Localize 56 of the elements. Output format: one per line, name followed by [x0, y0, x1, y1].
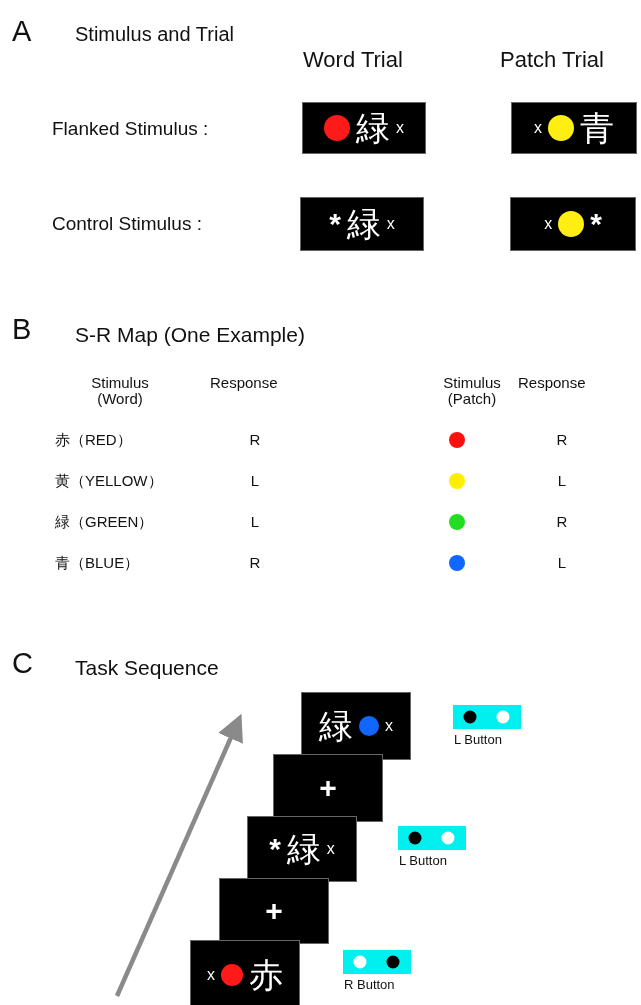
table-cell-text: R: [248, 555, 262, 571]
flanker-letter: x: [207, 967, 215, 983]
table-cell: 黄（YELLOW）: [55, 473, 163, 489]
stimulus-screen: [300, 197, 424, 251]
stimulus-symbol: *: [590, 209, 602, 239]
table-cell: 青（BLUE）: [55, 555, 140, 571]
table-header: Response: [210, 375, 278, 391]
button-label: L Button: [399, 854, 447, 868]
table-header: Stimulus (Patch): [442, 375, 502, 407]
column-header: Word Trial: [303, 48, 403, 72]
table-cell-text: L: [249, 514, 261, 530]
stimulus-screen: [219, 878, 329, 944]
stimulus-screen: [302, 102, 426, 154]
stimulus-symbol: *: [269, 834, 281, 864]
stimulus-screen: [301, 692, 411, 760]
flanker-letter: x: [396, 120, 404, 136]
table-cell-text: R: [248, 432, 262, 448]
table-header: Response: [518, 375, 586, 391]
stimulus-screen: [190, 940, 300, 1005]
stimulus-character: 赤: [249, 958, 283, 992]
flanker-letter: x: [385, 718, 393, 734]
flanker-letter: x: [534, 120, 542, 136]
table-cell-text: L: [556, 555, 568, 571]
stimulus-character: 緑: [319, 709, 353, 743]
table-cell-text: L: [249, 473, 261, 489]
stimulus-screen: [273, 754, 383, 822]
panel-letter: A: [12, 16, 32, 47]
stimulus-character: 青: [580, 111, 614, 145]
stimulus-character: 緑: [356, 111, 390, 145]
row-label: Flanked Stimulus :: [52, 119, 209, 139]
section-title: Stimulus and Trial: [75, 24, 234, 45]
table-cell: 赤（RED）: [55, 432, 132, 448]
table-cell: 緑（GREEN）: [55, 514, 154, 530]
button-label: R Button: [344, 978, 395, 992]
flanker-letter: x: [326, 841, 335, 857]
flanker-letter: x: [544, 216, 553, 232]
table-header: Stimulus (Word): [90, 375, 150, 407]
panel-letter: C: [12, 648, 33, 679]
table-cell-text: L: [556, 473, 568, 489]
stimulus-screen: [511, 102, 637, 154]
panel-letter: B: [12, 314, 32, 345]
stimulus-screen: [510, 197, 636, 251]
button-label: L Button: [454, 733, 502, 747]
row-label: Control Stimulus :: [52, 214, 202, 234]
stimulus-screen: [247, 816, 357, 882]
stimulus-symbol: *: [329, 209, 341, 239]
section-title: Task Sequence: [75, 657, 219, 680]
stimulus-symbol: +: [265, 896, 283, 926]
table-cell-text: R: [555, 514, 569, 530]
stimulus-character: 緑: [346, 207, 381, 241]
table-cell-text: R: [555, 432, 569, 448]
stimulus-character: 緑: [286, 832, 321, 866]
flanker-letter: x: [386, 216, 395, 232]
column-header: Patch Trial: [500, 48, 604, 72]
section-title: S-R Map (One Example): [75, 324, 305, 347]
stimulus-symbol: +: [319, 773, 337, 803]
